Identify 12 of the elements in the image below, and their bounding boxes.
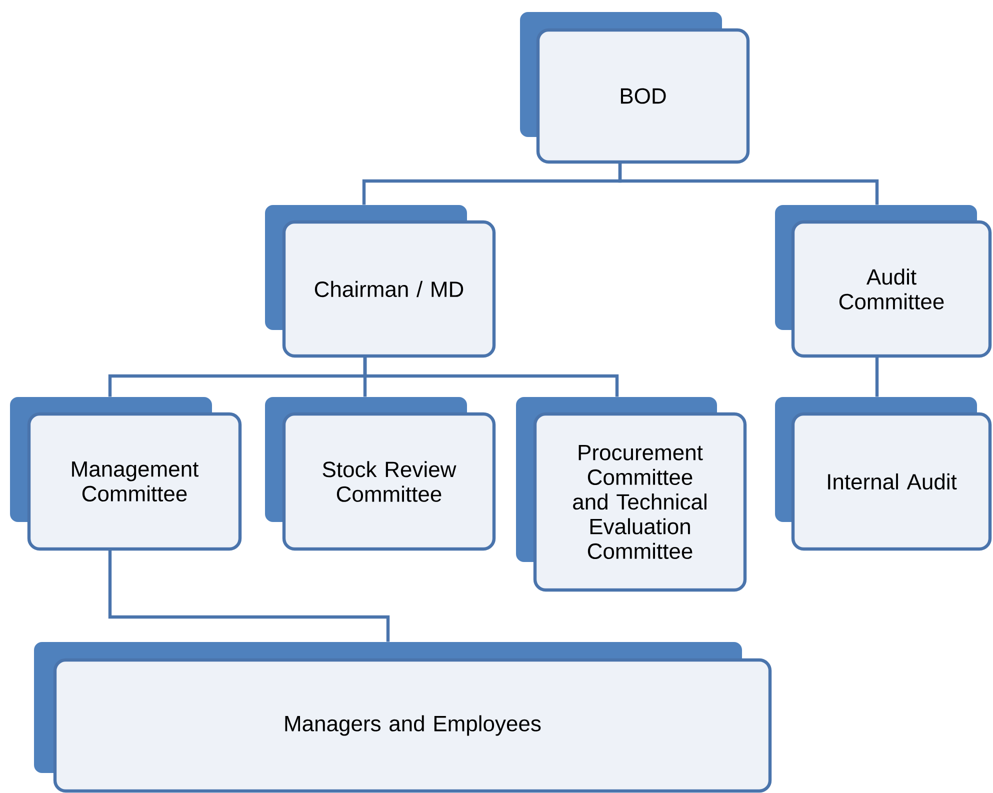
org-box: Procurement Committee and Technical Evaluation Committee (516, 397, 747, 592)
org-box: BOD (520, 12, 750, 164)
org-box: Management Committee (10, 397, 242, 551)
connector-line (618, 162, 879, 205)
org-box: Stock Review Committee (265, 397, 496, 551)
org-box: Chairman / MD (265, 205, 496, 358)
connector-line (363, 356, 619, 397)
org-box: Internal Audit (775, 397, 992, 551)
org-box: Audit Committee (775, 205, 992, 358)
connector-line (108, 549, 390, 642)
org-box: Managers and Employees (34, 642, 772, 793)
connector-line (875, 356, 879, 397)
